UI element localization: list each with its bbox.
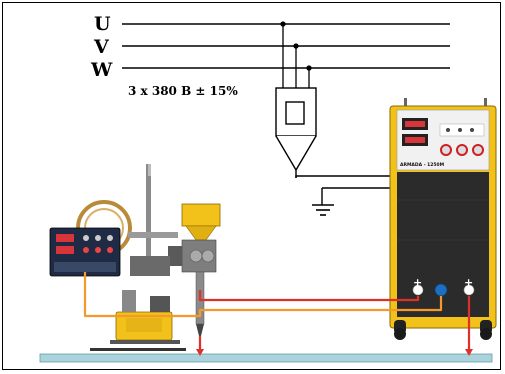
mains-lines (122, 24, 450, 68)
plus-cable-torch (200, 290, 418, 300)
power-source-unit: ARMADA - 1250M (390, 98, 496, 340)
control-cable (85, 272, 441, 316)
terminal-plus-label-1: + (413, 276, 422, 289)
supply-spec-label: 3 x 380 B ± 15% (128, 84, 238, 98)
ground-symbol-icon (312, 205, 334, 215)
power-source-model-label: ARMADA - 1250M (400, 162, 445, 168)
supply-cable (296, 176, 393, 205)
phase-label-w: W (90, 59, 113, 81)
terminal-plus-label-2: + (464, 276, 473, 289)
welding-tractor (50, 164, 220, 351)
phase-label-u: U (94, 13, 111, 35)
phase-label-v: V (93, 36, 110, 58)
breaker-feed (281, 22, 311, 88)
current-transformer-icon (276, 88, 316, 178)
workpiece-plate (40, 354, 492, 362)
